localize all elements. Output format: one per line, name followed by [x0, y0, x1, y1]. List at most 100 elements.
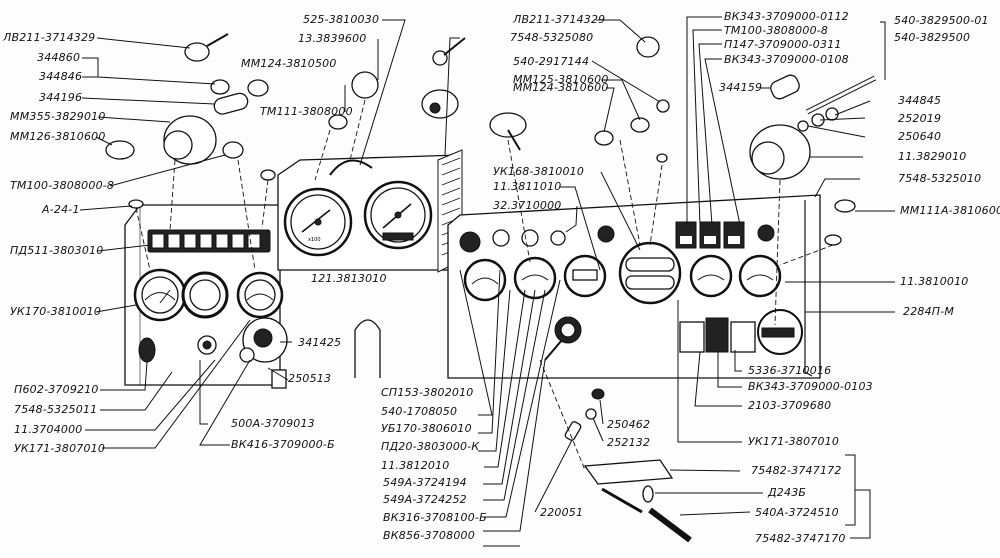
label-pd20-3803000-k: ПД20-3803000-К — [381, 440, 480, 453]
sensor-mm126 — [105, 140, 135, 160]
label-2284p-m: 2284П-М — [903, 305, 955, 318]
lamp-right — [824, 234, 842, 246]
label-7548-5325080: 7548-5325080 — [510, 31, 594, 44]
label-mm124-3810500: ММ124-3810500 — [241, 57, 337, 70]
washers — [797, 107, 839, 132]
label-uk168-3810010: УК168-3810010 — [493, 165, 585, 178]
label-344860: 344860 — [37, 51, 81, 64]
label-mm125-3810600: ММ125-3810600 — [513, 73, 609, 86]
label-121-3813010: 121.3813010 — [311, 272, 387, 285]
label-11-3810010: 11.3810010 — [900, 275, 969, 288]
sensor-mm111a — [834, 199, 856, 213]
label-344196: 344196 — [39, 91, 83, 104]
label-549a-3724194: 549А-3724194 — [383, 476, 467, 489]
coolant-temp-gauge — [513, 256, 557, 300]
bolt-220051 — [564, 421, 582, 441]
left-panel — [124, 204, 288, 389]
label-vk416-3709000-b: ВК416-3709000-Б — [231, 438, 335, 451]
bushing-344196 — [213, 92, 249, 115]
label-vk316-3708100-b: ВК316-3708100-Б — [383, 511, 487, 524]
label-p602-3709210: П602-3709210 — [14, 383, 99, 396]
label-220051: 220051 — [540, 506, 584, 519]
cable-plug — [432, 37, 466, 66]
label-mm126-3810600: ММ126-3810600 — [10, 130, 106, 143]
label-uk171-3807010-left: УК171-3807010 — [14, 442, 106, 455]
indicator-lamps — [459, 225, 615, 253]
toggle-switch — [138, 337, 156, 363]
label-ub170-3806010: УБ170-3806010 — [381, 422, 472, 435]
right-panel — [354, 194, 821, 379]
assembly-dashes — [135, 99, 834, 471]
fuel-level-gauge — [563, 254, 607, 298]
label-2103-3709680: 2103-3709680 — [748, 399, 832, 412]
label-75482-3747172: 75482-3747172 — [751, 464, 842, 477]
ignition-switch — [239, 317, 288, 363]
fuel-gauge-left — [236, 271, 284, 319]
sensor-mm124-a — [247, 79, 269, 97]
label-lv211-3714329-left: ЛВ211-3714329 — [3, 31, 96, 44]
loose-parts — [105, 33, 877, 543]
label-d243b: Д243Б — [768, 486, 807, 499]
washer-540 — [656, 99, 670, 113]
label-540-1708050: 540-1708050 — [381, 405, 458, 418]
drive-shaft — [805, 75, 877, 115]
label-sp153-3802010: СП153-3802010 — [381, 386, 474, 399]
label-11-3811010: 11.3811010 — [493, 180, 562, 193]
label-p147-0311: П147-3709000-0311 — [724, 38, 842, 51]
label-5336-3710016: 5336-3710016 — [748, 364, 832, 377]
rocker-switches — [675, 221, 775, 249]
part-13-3839600 — [351, 71, 379, 99]
ammeter-right-gauge — [738, 254, 782, 298]
sensor-mm355 — [163, 115, 217, 165]
adapter-344159 — [770, 74, 800, 100]
label-344159: 344159 — [719, 81, 763, 94]
push-button-switch — [197, 335, 217, 355]
label-500a-3709013: 500А-3709013 — [231, 417, 315, 430]
label-252019: 252019 — [898, 112, 942, 125]
voltmeter-gauge — [689, 254, 733, 298]
label-vk343-0112: ВК343-3709000-0112 — [724, 10, 849, 23]
label-11-3812010: 11.3812010 — [381, 459, 450, 472]
label-vk856-3708000: ВК856-3708000 — [383, 529, 475, 542]
fuse-block — [271, 369, 287, 389]
lamp-a24 — [128, 199, 144, 209]
hour-meter — [757, 309, 803, 355]
central-cluster-housing: x100 — [277, 149, 463, 273]
lower-switch-block — [679, 317, 756, 353]
label-uk170-3810010: УК170-3810010 — [10, 305, 102, 318]
odometer-window — [382, 232, 414, 241]
nut-250462 — [591, 388, 605, 400]
probe-540a — [601, 487, 692, 543]
label-uk171-3807010-right: УК171-3807010 — [748, 435, 840, 448]
blank-gauge-ring — [181, 271, 229, 319]
tacho-scale-text: x100 — [308, 237, 321, 243]
label-mm355-3829010: ММ355-3829010 — [10, 110, 106, 123]
label-a24-1: А-24-1 — [42, 203, 80, 216]
label-mm124-3810600: ММ124-3810600 — [513, 81, 609, 94]
drive-unit — [421, 89, 459, 119]
label-lv211-3714329-right: ЛВ211-3714329 — [513, 13, 606, 26]
label-11-3704000: 11.3704000 — [14, 423, 83, 436]
label-75482-3747170: 75482-3747170 — [755, 532, 846, 545]
tachometer-sensor-11-3829010 — [749, 124, 811, 180]
label-32-3710000: 32.3710000 — [493, 199, 562, 212]
label-540-3829500: 540-3829500 — [894, 31, 971, 44]
label-341425: 341425 — [298, 336, 342, 349]
washer-252132 — [585, 408, 597, 420]
combination-instrument — [618, 241, 682, 305]
connector-lv211-right — [636, 36, 660, 58]
mounting-plate — [583, 459, 674, 485]
warning-lamp-block — [147, 229, 271, 253]
sensor-mm125 — [630, 117, 650, 133]
leader-lines — [79, 16, 895, 547]
label-13-3839600: 13.3839600 — [298, 32, 367, 45]
label-tm100-3808000-8-right: ТМ100-3808000-8 — [724, 24, 829, 37]
lamp-small — [656, 153, 668, 163]
sensor-tm100-a — [222, 141, 244, 159]
sensor-d243b — [642, 485, 654, 503]
label-11-3829010: 11.3829010 — [898, 150, 967, 163]
sensor-mm124-b — [594, 130, 614, 146]
label-vk343-0103: ВК343-3709000-0103 — [748, 380, 873, 393]
